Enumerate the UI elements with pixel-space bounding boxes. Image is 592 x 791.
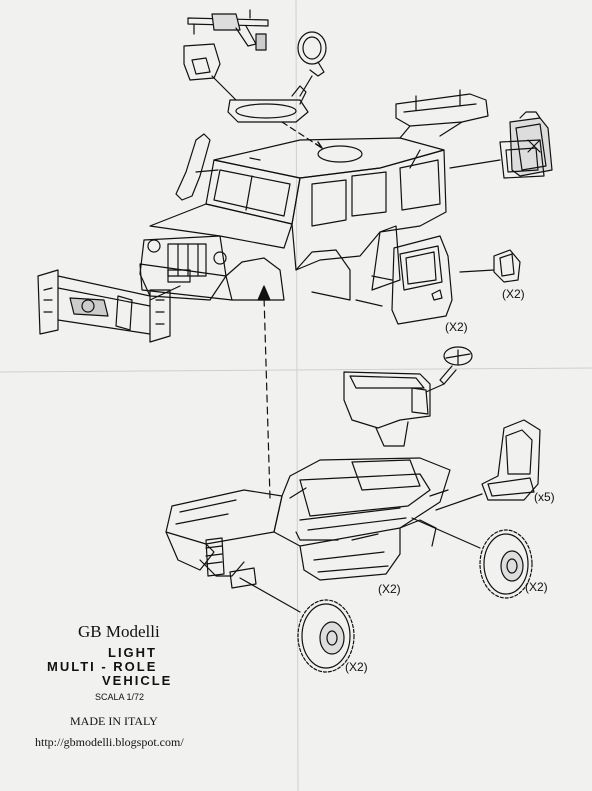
wheel-right-multiplier-label: (X2) (525, 580, 548, 594)
wheel-right-part (479, 529, 533, 599)
steering-wheel-part (439, 346, 473, 385)
door-multiplier-label: (X2) (445, 320, 468, 334)
mirror-multiplier-label: (X2) (502, 287, 525, 301)
connector-line (195, 149, 421, 173)
connector-line (149, 285, 181, 301)
searchlight-part (297, 31, 327, 77)
turret-ring-part (227, 85, 309, 123)
connector-line (289, 487, 449, 499)
mirror-part (493, 249, 521, 283)
connector-line (459, 269, 495, 273)
connector-line (449, 159, 501, 169)
spring-part (205, 537, 257, 589)
jerrycan-part (509, 111, 553, 177)
dashboard-part (343, 371, 431, 447)
dashed-assembly-arrow (263, 295, 271, 499)
machine-gun-part (187, 9, 269, 51)
brand-name: GB Modelli (78, 622, 160, 641)
website-url: http://gbmodelli.blogspot.com/ (35, 735, 184, 749)
roof-rack-part (395, 89, 489, 127)
connector-line (399, 121, 463, 139)
connector-line (295, 531, 379, 541)
wheel-left-multiplier-label: (X2) (345, 660, 368, 674)
bull-bar-part (37, 269, 171, 343)
jerrycan-holder-part (499, 139, 545, 179)
connector-line (435, 493, 483, 511)
door-part (391, 235, 453, 325)
scale-label: SCALA 1/72 (95, 692, 145, 702)
title-line-3: VEHICLE (102, 673, 173, 688)
connector-line (355, 275, 393, 307)
seat-multiplier-label: (x5) (534, 490, 555, 504)
connector-line (425, 383, 445, 393)
axle-multiplier-label: (X2) (378, 582, 401, 596)
gun-mount-part (183, 43, 221, 81)
title-line-2: MULTI - ROLE (47, 659, 158, 674)
title-line-1: LIGHT (108, 645, 157, 660)
connector-line (411, 517, 481, 549)
seat-part (481, 419, 541, 501)
made-in-label: MADE IN ITALY (70, 714, 158, 728)
chassis-part (165, 457, 451, 581)
vehicle-body (139, 133, 447, 301)
connector-line (211, 75, 313, 101)
connector-line (239, 577, 301, 613)
wheel-left-part (297, 599, 355, 673)
